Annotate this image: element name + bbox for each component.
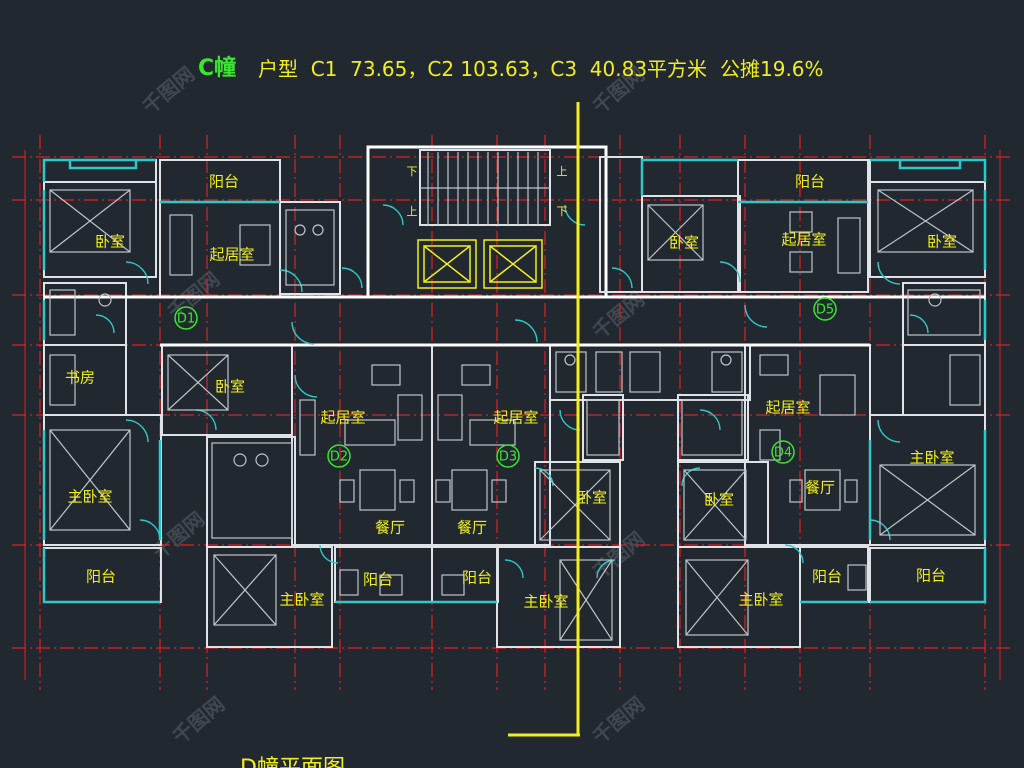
room-label-master-bedroom: 主卧室 (909, 449, 954, 467)
drawing-footer-title: D幢平面图 (240, 756, 345, 768)
room-label-dining-room: 餐厅 (805, 479, 835, 497)
unit-tag-d2: D2 (330, 450, 348, 465)
watermark-text: 千图网 (588, 692, 649, 749)
room-label-balcony: 阳台 (209, 173, 239, 191)
room-label-living-room: 起居室 (493, 409, 538, 427)
stair-up-label: 上 (557, 165, 568, 178)
stair-down-label: 下 (557, 205, 568, 218)
unit-tags: D1 D2 D3 D4 D5 (174, 297, 837, 468)
stairwell: 下 上 上 下 (407, 152, 568, 225)
room-label-living-room: 起居室 (781, 231, 826, 249)
stair-up-label: 上 (407, 205, 418, 218)
room-label-dining-room: 餐厅 (457, 519, 487, 537)
room-label-living-room: 起居室 (320, 409, 365, 427)
room-label-balcony: 阳台 (795, 173, 825, 191)
watermark-text: 千图网 (148, 507, 209, 564)
watermark-text: 千图网 (138, 62, 199, 119)
room-label-study: 书房 (65, 369, 95, 387)
room-label-bedroom: 卧室 (669, 234, 699, 252)
unit-tag-d3: D3 (499, 450, 517, 465)
room-label-bedroom: 卧室 (95, 233, 125, 251)
shared-area-text: 公摊19.6% (720, 57, 824, 81)
room-label-living-room: 起居室 (765, 399, 810, 417)
room-label-bedroom: 卧室 (215, 378, 245, 396)
room-label-master-bedroom: 主卧室 (523, 593, 568, 611)
door-swings (95, 204, 929, 579)
furniture-layer (49, 189, 981, 641)
drawing-header: C幢 户型 C1 73.65，C2 103.63，C3 40.83平方米 公摊1… (198, 55, 824, 81)
room-label-living-room: 起居室 (209, 246, 254, 264)
room-labels: 阳台 卧室 起居室 书房 主卧室 阳台 卧室 起居室 餐厅 主卧室 阳台 起居室… (65, 173, 957, 611)
building-label: C幢 (198, 55, 236, 81)
room-label-bedroom: 卧室 (927, 233, 957, 251)
watermark-text: 千图网 (168, 692, 229, 749)
room-label-bedroom: 卧室 (704, 491, 734, 509)
room-label-dining-room: 餐厅 (375, 519, 405, 537)
room-label-master-bedroom: 主卧室 (67, 488, 112, 506)
unit-types-text: 户型 C1 73.65，C2 103.63，C3 40.83平方米 (258, 57, 707, 81)
room-label-bedroom: 卧室 (577, 489, 607, 507)
watermark-layer: 千图网 千图网 千图网 千图网 千图网 千图网 千图网 千图网 (138, 62, 649, 749)
elevator-shafts (417, 239, 543, 289)
room-label-master-bedroom: 主卧室 (738, 591, 783, 609)
stair-down-label: 下 (407, 165, 418, 178)
unit-tag-d4: D4 (774, 446, 792, 461)
wall-outlines (43, 145, 986, 648)
unit-tag-d5: D5 (816, 303, 834, 318)
room-label-balcony: 阳台 (916, 567, 946, 585)
room-label-balcony: 阳台 (363, 571, 393, 589)
unit-tag-d1: D1 (177, 312, 195, 327)
room-label-balcony: 阳台 (812, 568, 842, 586)
section-cut-line (508, 102, 580, 737)
room-label-master-bedroom: 主卧室 (279, 591, 324, 609)
room-label-balcony: 阳台 (86, 568, 116, 586)
window-glazing (42, 158, 987, 604)
room-label-balcony: 阳台 (462, 569, 492, 587)
